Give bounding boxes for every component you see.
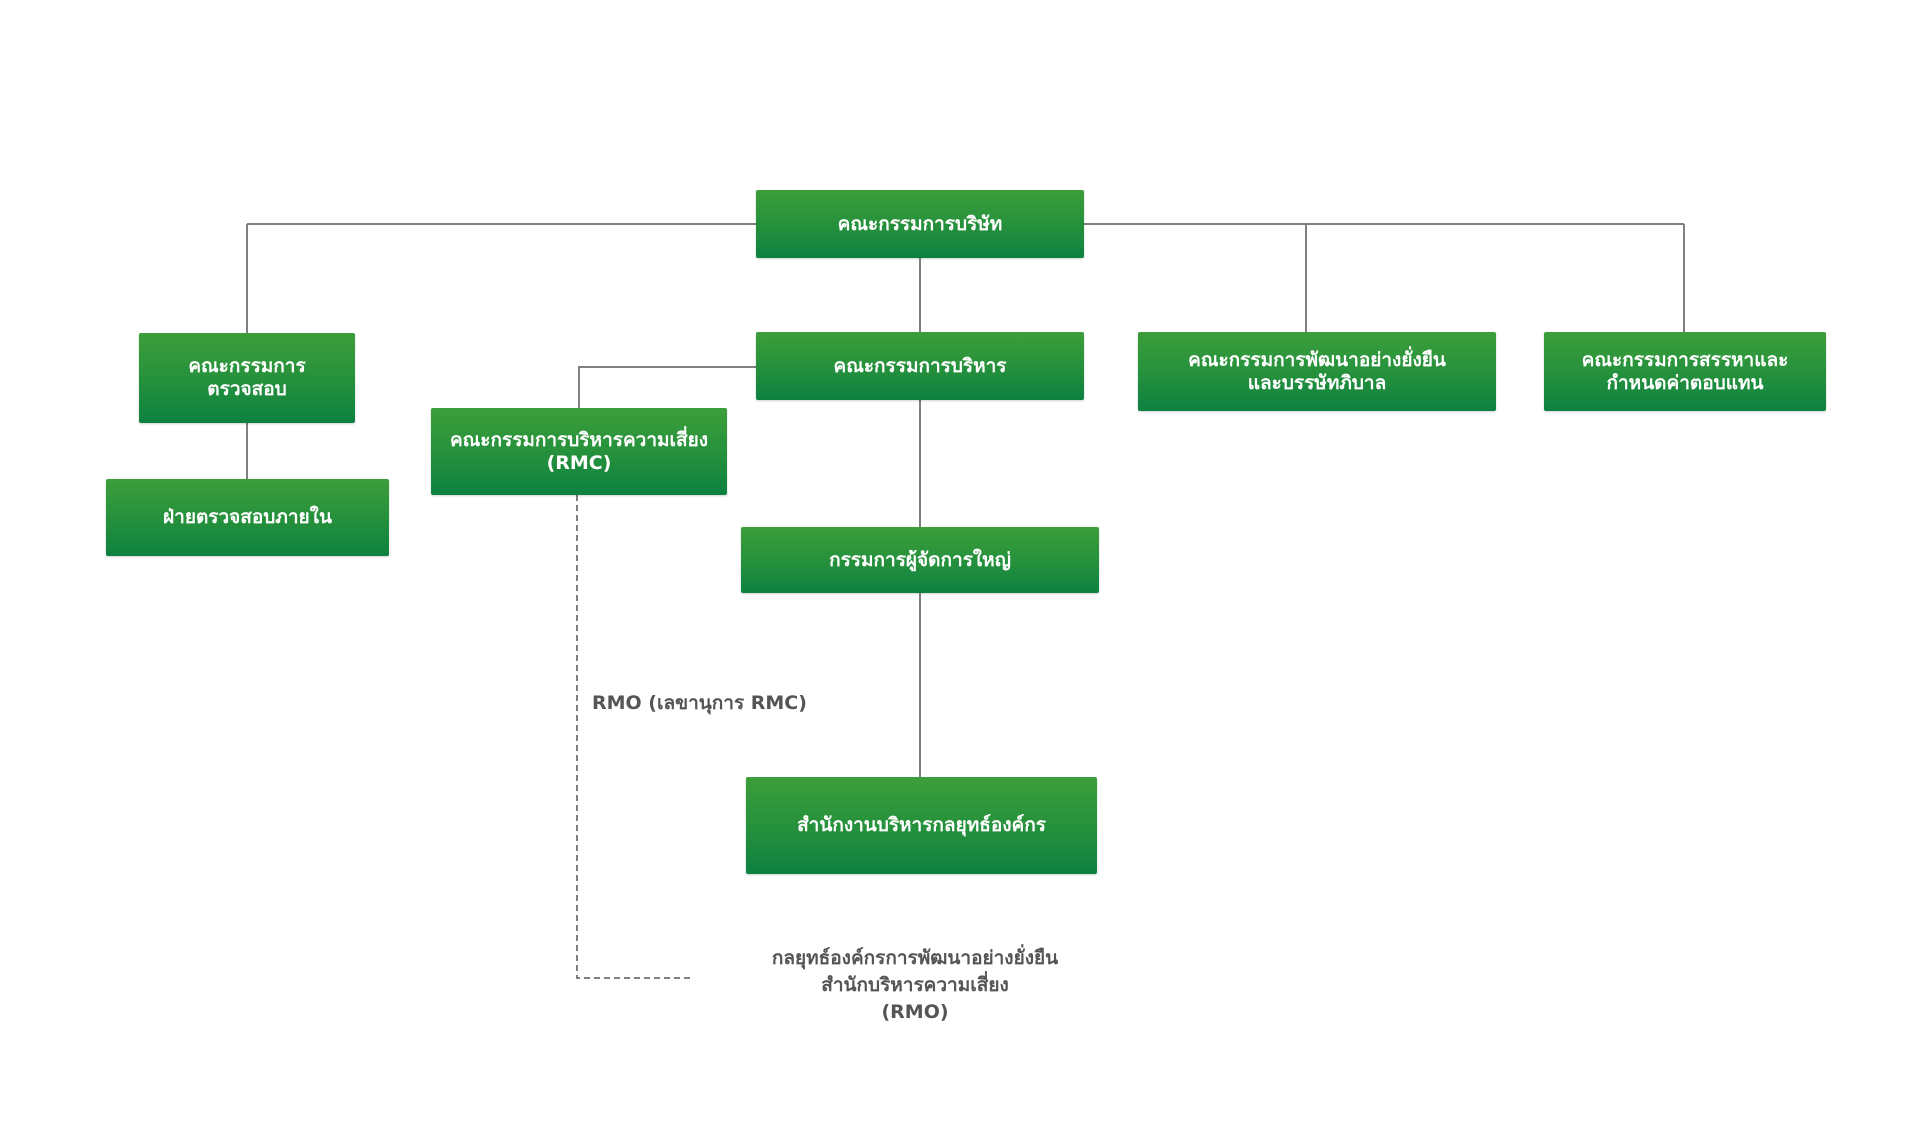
audit-committee-label-line1: คณะกรรมการ [188, 355, 306, 377]
rmo-note-line3: (RMO) [881, 1001, 949, 1023]
rmc-connector [578, 366, 756, 408]
nomination-committee-label-line2: กำหนดค่าตอบแทน [1606, 371, 1764, 394]
rmo-note-line2: สำนักบริหารความเสี่ยง [821, 974, 1009, 996]
audit-committee-box[interactable]: คณะกรรมการ ตรวจสอบ [139, 333, 355, 423]
nomination-committee-label-line1: คณะกรรมการสรรหาและ [1581, 348, 1789, 371]
risk-committee-label-line2: (RMC) [546, 451, 612, 474]
internal-audit-box[interactable]: ฝ่ายตรวจสอบภายใน [106, 479, 389, 556]
nomination-committee-box[interactable]: คณะกรรมการสรรหาและ กำหนดค่าตอบแทน [1544, 332, 1826, 411]
president-ceo-label: กรรมการผู้จัดการใหญ่ [829, 548, 1011, 571]
executive-committee-label: คณะกรรมการบริหาร [833, 354, 1007, 377]
strategy-office-box[interactable]: สำนักงานบริหารกลยุทธ์องค์กร [746, 777, 1097, 874]
audit-committee-label-line2: ตรวจสอบ [207, 378, 287, 400]
executive-committee-box[interactable]: คณะกรรมการบริหาร [756, 332, 1084, 400]
rmo-note: กลยุทธ์องค์กรการพัฒนาอย่างยั่งยืน สำนักบ… [740, 945, 1090, 1026]
board-of-directors-box[interactable]: คณะกรรมการบริษัท [756, 190, 1084, 258]
board-of-directors-label: คณะกรรมการบริษัท [837, 212, 1003, 235]
president-ceo-box[interactable]: กรรมการผู้จัดการใหญ่ [741, 527, 1099, 593]
risk-committee-label-line1: คณะกรรมการบริหารความเสี่ยง [449, 428, 709, 451]
sustainability-committee-label-line2: และบรรษัทภิบาล [1247, 371, 1387, 394]
internal-audit-label: ฝ่ายตรวจสอบภายใน [163, 506, 332, 528]
rmo-dashed-connector [576, 495, 694, 979]
sustainability-committee-box[interactable]: คณะกรรมการพัฒนาอย่างยั่งยืน และบรรษัทภิบ… [1138, 332, 1496, 411]
risk-management-committee-box[interactable]: คณะกรรมการบริหารความเสี่ยง (RMC) [431, 408, 727, 495]
rmo-note-line1: กลยุทธ์องค์กรการพัฒนาอย่างยั่งยืน [771, 947, 1059, 969]
strategy-office-label: สำนักงานบริหารกลยุทธ์องค์กร [797, 814, 1046, 836]
rmo-secretary-label: RMO (เลขานุการ RMC) [592, 692, 807, 714]
sustainability-committee-label-line1: คณะกรรมการพัฒนาอย่างยั่งยืน [1188, 348, 1446, 371]
